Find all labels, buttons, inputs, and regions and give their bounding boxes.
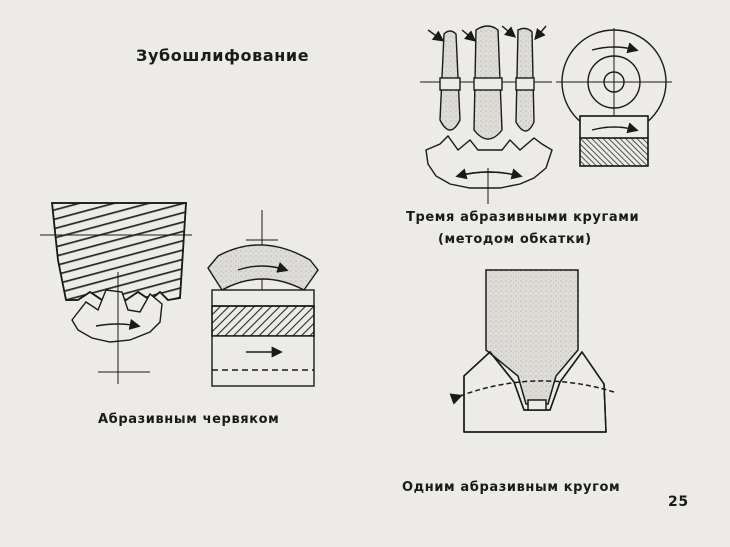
caption-one-wheel: Одним абразивным кругом — [402, 480, 621, 495]
caption-worm: Абразивным червяком — [98, 412, 280, 427]
worm-side-view — [207, 210, 319, 387]
slide-title: Зубошлифование — [136, 46, 310, 65]
wheel-side-view — [556, 28, 672, 167]
caption-three-wheels-line1: Тремя абразивными кругами — [406, 210, 640, 225]
page-number: 25 — [668, 494, 689, 510]
single-wheel-diagram — [449, 269, 615, 433]
caption-three-wheels-line2: (методом обкатки) — [438, 232, 592, 247]
worm-grinding-diagram — [40, 202, 192, 384]
three-wheels-diagram — [420, 25, 553, 204]
